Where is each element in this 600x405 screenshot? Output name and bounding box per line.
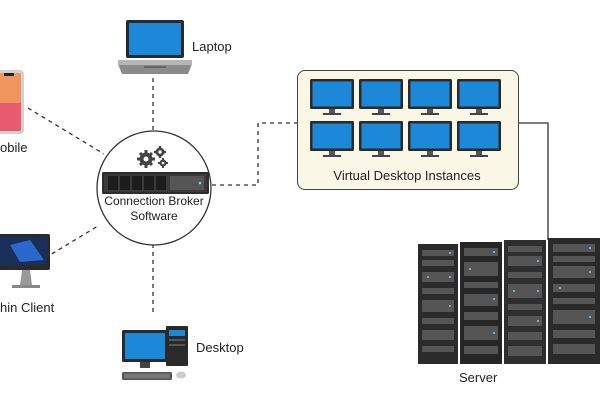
vdi-monitor-icon: [408, 121, 452, 157]
desktop-label: Desktop: [196, 340, 244, 355]
connector-server: [517, 122, 549, 240]
vdi-monitor-icon: [359, 121, 403, 157]
connector-vdi: [212, 122, 297, 186]
connection-broker-label: Connection Broker Software: [96, 194, 212, 224]
vdi-monitor-icon: [457, 79, 501, 115]
laptop-icon: [118, 20, 192, 74]
vdi-monitor-icon: [359, 79, 403, 115]
connector-thin-client: [44, 225, 99, 259]
thin-client-label: hin Client: [0, 300, 55, 315]
mobile-label: obile: [0, 140, 28, 155]
vdi-monitor-icon: [457, 121, 501, 157]
server-label: Server: [459, 370, 498, 385]
connection-broker-label-line2: Software: [130, 209, 178, 223]
connection-broker-label-line1: Connection Broker: [104, 194, 204, 208]
vdi-panel: [297, 70, 519, 190]
rack-server-icon: [102, 172, 209, 194]
smartphone-icon: [0, 70, 24, 134]
vdi-monitor-icon: [310, 121, 354, 157]
gears-icon: [137, 146, 168, 168]
desktop-computer-icon: [122, 326, 188, 380]
connectors: [27, 78, 549, 316]
thin-client-icon: [0, 234, 50, 288]
vdi-monitor-grid: [310, 79, 501, 157]
server-rack-icon: [418, 238, 600, 364]
connector-mobile: [27, 107, 105, 155]
vdi-monitor-icon: [408, 79, 452, 115]
vdi-label: Virtual Desktop Instances: [333, 168, 481, 183]
vdi-monitor-icon: [310, 79, 354, 115]
laptop-label: Laptop: [192, 39, 232, 54]
